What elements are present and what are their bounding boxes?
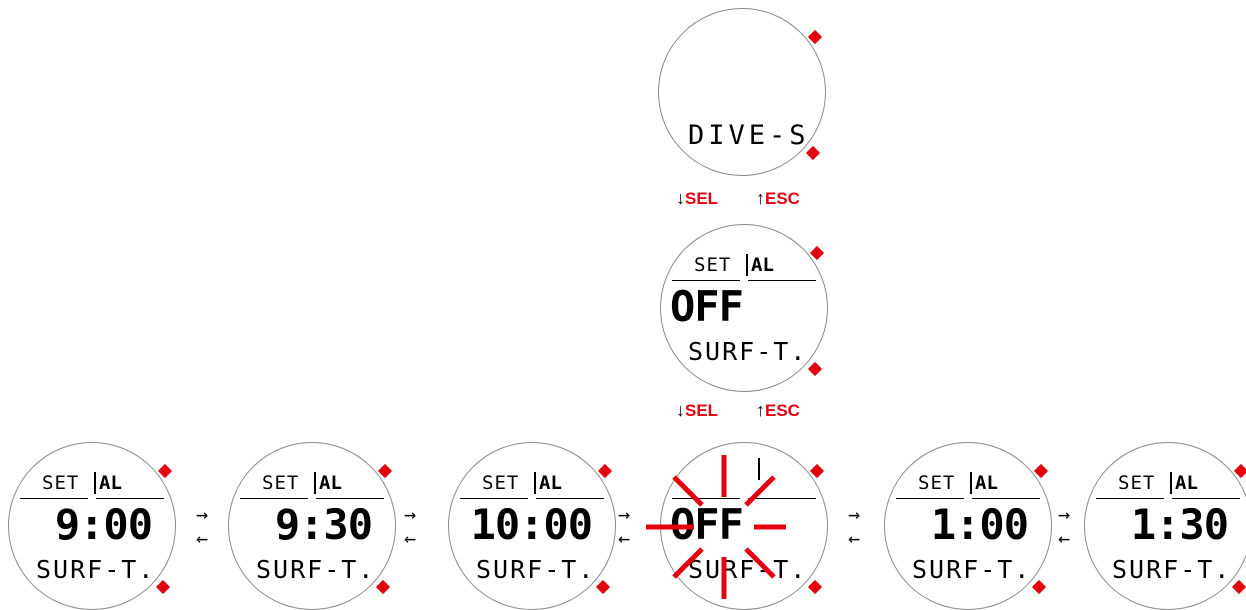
- button-bottom-marker: [1231, 579, 1246, 595]
- watch-dial: [884, 442, 1052, 610]
- watch-dial: [658, 8, 826, 176]
- al-label: AL: [970, 472, 998, 494]
- divider-left: [1096, 498, 1164, 499]
- alarm-value: 1:00: [930, 500, 1029, 549]
- divider-left: [896, 498, 964, 499]
- right-arrow-icon: →: [618, 502, 631, 526]
- set-label: SET: [918, 472, 956, 494]
- alarm-value: 10:00: [470, 500, 593, 549]
- divider-left: [20, 498, 88, 499]
- right-arrow-icon: →: [196, 502, 209, 526]
- set-label: SET: [694, 254, 732, 276]
- divider-right: [96, 498, 164, 499]
- left-arrow-icon: ←: [196, 526, 209, 550]
- set-label: SET: [262, 472, 300, 494]
- al-label: AL: [1170, 472, 1198, 494]
- al-label: AL: [534, 472, 562, 494]
- set-label: SET: [1118, 472, 1156, 494]
- left-arrow-icon: ←: [848, 526, 861, 550]
- divider-right: [748, 280, 816, 281]
- al-label: AL: [94, 472, 122, 494]
- surf-t-label: SURF-T.: [912, 555, 1032, 584]
- right-arrow-icon: →: [848, 502, 861, 526]
- esc-key-label-1: ↑ESC: [756, 188, 800, 208]
- button-bottom-marker: [595, 579, 611, 595]
- divider-right: [1172, 498, 1240, 499]
- right-arrow-icon: →: [1058, 502, 1071, 526]
- left-arrow-icon: ←: [404, 526, 417, 550]
- button-bottom-marker: [155, 579, 171, 595]
- divider-right: [748, 498, 816, 499]
- alarm-value: 9:30: [274, 500, 373, 549]
- al-label: AL: [746, 254, 774, 276]
- divider-left: [672, 280, 740, 281]
- divider-left: [240, 498, 308, 499]
- watch-dial: [1084, 442, 1246, 610]
- button-bottom-marker: [1031, 579, 1047, 595]
- alarm-value: OFF: [670, 282, 744, 331]
- divider-left: [460, 498, 528, 499]
- divider-right: [316, 498, 384, 499]
- esc-key-label-2: ↑ESC: [756, 400, 800, 420]
- surf-t-label: SURF-T.: [1112, 555, 1232, 584]
- button-bottom-marker: [375, 579, 391, 595]
- alarm-value: 9:00: [54, 500, 153, 549]
- watch-dive-s: DIVE-S: [658, 8, 826, 176]
- sel-key-label-2: ↓SEL: [676, 400, 719, 420]
- watch-dial: [448, 442, 616, 610]
- surf-t-label: SURF-T.: [688, 555, 808, 584]
- al-tick-mark: [758, 458, 760, 480]
- dive-mode-text: DIVE-S: [688, 120, 810, 151]
- divider-right: [536, 498, 604, 499]
- button-bottom-marker: [807, 579, 823, 595]
- surf-t-label: SURF-T.: [256, 555, 376, 584]
- surf-t-label: SURF-T.: [36, 555, 156, 584]
- al-label: AL: [314, 472, 342, 494]
- left-arrow-icon: ←: [618, 526, 631, 550]
- alarm-value: 1:30: [1130, 500, 1229, 549]
- surf-t-label: SURF-T.: [476, 555, 596, 584]
- alarm-value: OFF: [670, 500, 744, 549]
- set-label: SET: [482, 472, 520, 494]
- watch-alarm-menu: SET AL OFF SURF-T.: [660, 224, 828, 392]
- button-bottom-marker: [807, 361, 823, 377]
- watch-dial: [660, 224, 828, 392]
- set-label: SET: [42, 472, 80, 494]
- surf-t-label: SURF-T.: [688, 337, 808, 366]
- divider-left: [672, 498, 740, 499]
- right-arrow-icon: →: [404, 502, 417, 526]
- divider-right: [972, 498, 1040, 499]
- watch-alarm-option: OFF SURF-T.: [646, 442, 828, 610]
- sel-key-label-1: ↓SEL: [676, 188, 719, 208]
- watch-dial: [228, 442, 396, 610]
- left-arrow-icon: ←: [1058, 526, 1071, 550]
